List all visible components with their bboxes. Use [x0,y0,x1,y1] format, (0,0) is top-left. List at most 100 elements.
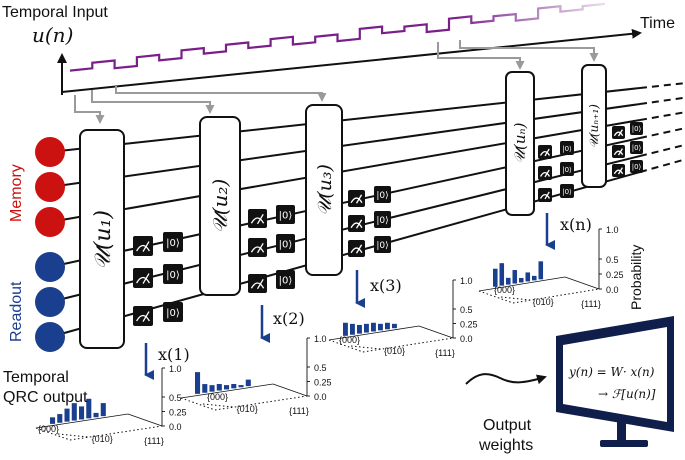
reset-gate: |0⟩ [560,162,574,176]
reset-gate-label: |0⟩ [279,275,293,286]
axis-tick-label: 0.5 [606,255,619,265]
axis-tick-label: 1.0 [314,334,327,344]
histogram-bar [86,398,92,419]
measurement-icon [248,209,267,228]
probability-histograms: 1.00.50.250.0{000}{010}{111}1.00.50.250.… [35,225,624,446]
histogram-bar [357,324,362,334]
measurement-icon [538,166,552,180]
unitary-u1: 𝒰(u₁) [79,129,125,349]
state-label-mid: {010} [533,297,554,307]
probability-axis-label: Probability [628,245,644,310]
histogram-bar [57,414,63,423]
memory-qubit-3 [35,207,65,237]
temporal-input-signal [69,2,606,72]
qubit-register [35,137,65,352]
reset-gate: |0⟩ [276,234,295,253]
histogram-bar [231,384,237,389]
histogram-1: 1.00.50.250.0{000}{010}{111} [35,364,187,446]
state-label-last: {111} [289,406,309,416]
histogram-bar [71,403,77,421]
readout-equation: y(n) = W· x(n) [568,365,655,379]
output-weights-arrow [465,373,547,385]
histogram-bar [343,322,348,336]
state-label-mid: {010} [92,434,113,444]
measurement-icon [348,240,365,257]
input-arrow [91,90,215,114]
readout-qubit-2 [35,287,65,317]
histogram-bar [499,263,505,286]
axis-tick-label: 1.0 [606,225,619,235]
state-label-last: {111} [581,299,601,309]
histogram-bar [532,275,537,281]
reset-gate-label: |0⟩ [562,188,572,196]
histogram-bar [93,412,99,418]
state-label-last: {111} [144,436,164,446]
axis-tick-label: 0.0 [169,422,182,432]
measurement-icon [612,126,625,139]
output-weights-label-line2: weights [478,437,533,454]
unitary-u3-label: 𝒰(u₃) [314,164,336,216]
axis-tick-label: 1.0 [169,364,182,374]
readout-label: Readout [8,281,25,342]
reset-gate: |0⟩ [276,205,295,224]
state-label-last: {111} [435,348,455,358]
axis-tick-label: 0.25 [314,378,332,388]
histogram-2: 1.00.50.250.0{000}{010}{111} [180,334,332,416]
reset-gate: |0⟩ [630,141,643,154]
histogram-bar [216,384,222,391]
reset-gate-label: |0⟩ [376,241,388,251]
histogram-bar [79,406,85,420]
reset-gate-label: |0⟩ [632,163,642,171]
reset-gate: |0⟩ [630,160,643,173]
measurement-icon [348,215,365,232]
temporal-qrc-output-label-line1: Temporal [3,369,69,386]
qubit-wire-continuation [639,158,685,173]
qubit-wire-continuation [639,96,685,105]
histogram-bar [195,372,201,394]
qubit-wire [49,103,641,188]
readout-qubit-3 [35,322,65,352]
axis-tick-label: 0.25 [460,320,478,330]
measurement-icon [133,306,153,326]
axis-tick-label: 0.0 [606,285,619,295]
histogram-bar [364,323,369,333]
reset-gate-label: |0⟩ [562,145,572,153]
axis-tick-label: 0.25 [169,408,187,418]
reset-gate-label: |0⟩ [562,166,572,174]
qubit-wire-continuation [639,127,685,139]
measurement-icon [538,188,552,202]
reset-gate-label: |0⟩ [166,238,180,249]
histogram-bar [538,261,544,280]
input-injection-arrows [74,40,599,124]
state-label-mid: {010} [237,404,258,414]
measurement-icon [133,236,153,256]
measurement-icon [248,274,267,293]
time-axis [61,28,642,93]
qubit-wire [49,119,641,223]
histogram-bar [512,270,518,284]
histogram-bar [64,408,70,422]
histogram-bar [371,322,376,332]
histogram-bar [202,384,208,393]
axis-tick-label: 0.5 [169,393,182,403]
input-arrow [437,42,525,70]
reset-gate: |0⟩ [560,141,574,155]
reset-gate-label: |0⟩ [166,270,180,281]
time-label: Time [640,15,675,32]
target-functional: → ℱ[u(n)] [598,387,656,401]
output-arrows [144,213,555,380]
monitor-stand [600,440,648,447]
reset-gate: |0⟩ [560,184,574,198]
qubit-wire-continuation [639,82,685,89]
unitary-u1-label: 𝒰(u₁) [91,210,116,270]
reset-gate: |0⟩ [163,264,183,284]
temporal-input-label: Temporal Input [2,4,108,21]
reset-gate-label: |0⟩ [632,144,642,152]
axis-tick-label: 0.0 [314,392,327,402]
qubit-wire [49,87,641,153]
reset-gate: |0⟩ [630,122,643,135]
reset-gate-label: |0⟩ [279,210,293,221]
axis-tick-label: 0.5 [314,363,327,373]
unitary-u2-label: 𝒰(u₂) [208,179,232,234]
input-arrow [459,40,599,62]
